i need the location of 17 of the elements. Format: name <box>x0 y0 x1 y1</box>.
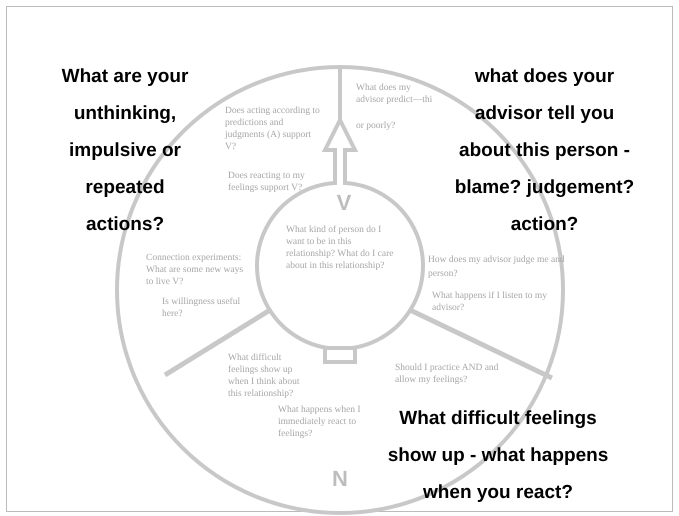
question-text: What are your unthinking, impulsive or repeated actions? <box>60 65 190 237</box>
section-letter: V <box>336 189 352 217</box>
prompt-text: Does reacting to my feelings support V? <box>228 170 306 194</box>
prompt-text: What difficult feelings show up when I think about this relationship? <box>228 352 301 400</box>
section-letter: N <box>331 465 349 493</box>
prompt-text: Does acting according to predictions and judgments (A) support V? <box>225 105 320 153</box>
prompt-text: What happens when I immediately react to feelings? <box>278 404 362 440</box>
prompt-text: or poorly? <box>356 120 396 132</box>
prompt-text: Connection experiments: What are some new ways to live V? <box>146 252 244 288</box>
prompt-text: person? <box>428 268 459 280</box>
prompt-text: What happens if I listen to my advisor? <box>432 290 548 314</box>
question-text: What difficult feelings show up - what happens when you react? <box>386 407 610 505</box>
question-text: what does your advisor tell you about this person - blame? judgement? action? <box>454 65 636 237</box>
prompt-text: Is willingness useful here? <box>162 296 242 320</box>
values-question: What kind of person do I want to be in this relationship? What do I care about in this relationship? <box>286 224 394 272</box>
prompt-text: What does my advisor predict—thi <box>356 82 434 106</box>
prompt-text: Should I practice AND and allow my feelings? <box>395 362 500 386</box>
